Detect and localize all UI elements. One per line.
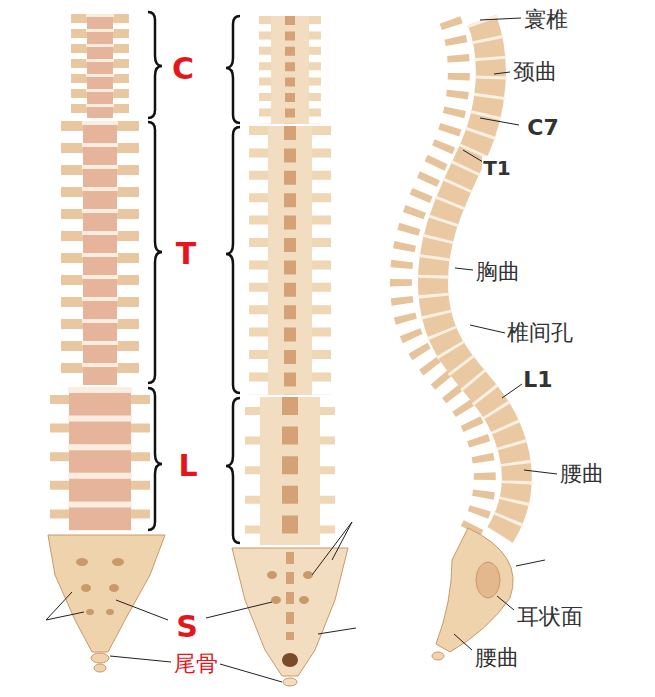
leader-line — [332, 522, 352, 560]
part-label-box: T1 — [482, 157, 512, 179]
leader-lines — [46, 18, 557, 682]
part-label: 颈曲 — [512, 59, 558, 84]
transverse-process — [259, 16, 321, 124]
bracket — [148, 12, 162, 118]
leader-line — [318, 628, 356, 634]
leader-line — [312, 522, 352, 575]
part-label: 寰椎 — [523, 7, 569, 32]
spinous-process — [282, 397, 298, 545]
leader-line — [220, 664, 282, 682]
coccyx — [94, 664, 106, 672]
part-label-box: 腰曲 — [474, 646, 520, 670]
spinous-process — [284, 126, 296, 395]
transverse-process — [50, 387, 150, 531]
part-label: 腰曲 — [559, 461, 605, 486]
region-label: 尾骨 — [173, 651, 219, 676]
part-label-box: 颈曲 — [512, 60, 558, 84]
sacrum — [232, 548, 348, 676]
leader-line — [516, 560, 545, 566]
transverse-process — [245, 397, 335, 545]
vertebral-body — [87, 14, 113, 118]
lamina — [260, 397, 320, 545]
part-label-box: 胸曲 — [475, 260, 521, 284]
leader-line — [206, 602, 272, 618]
part-label: T1 — [482, 156, 512, 180]
part-label-box: 耳状面 — [516, 605, 584, 629]
lateral-view — [401, 20, 517, 660]
bracket — [148, 122, 162, 383]
region-label-box: S — [175, 610, 199, 643]
part-label: L1 — [522, 367, 553, 392]
part-label: 胸曲 — [475, 259, 521, 284]
leader-line — [110, 656, 171, 662]
leader-line — [497, 596, 514, 610]
auricular-surface — [476, 562, 500, 598]
brackets — [148, 12, 240, 543]
part-label: C7 — [526, 115, 559, 140]
sacrum — [48, 535, 165, 652]
part-label: 腰曲 — [474, 645, 520, 670]
sacral-foramen — [109, 584, 119, 592]
lamina — [271, 16, 309, 124]
disc — [82, 121, 118, 385]
part-label: 椎间孔 — [506, 320, 574, 345]
region-label-box: 尾骨 — [173, 652, 219, 676]
spinous-process — [285, 16, 295, 124]
bracket — [226, 127, 240, 393]
lamina — [268, 126, 312, 395]
sacral-foramen — [106, 609, 114, 615]
sacral-foramen — [112, 558, 124, 566]
coccyx — [432, 652, 444, 660]
leader-line — [46, 612, 84, 620]
vertebral-body — [83, 121, 117, 385]
region-label-box: C — [171, 52, 195, 85]
transverse-process — [61, 121, 139, 385]
leader-line — [480, 18, 521, 20]
part-label-box: C7 — [526, 116, 559, 140]
sacral-foramen — [86, 609, 94, 615]
bracket — [148, 388, 162, 530]
sacrum — [436, 528, 513, 652]
part-label-box: 腰曲 — [559, 462, 605, 486]
leader-line — [463, 150, 483, 162]
part-label-box: 椎间孔 — [506, 321, 574, 345]
region-label-box: T — [175, 237, 197, 270]
leader-line — [524, 470, 557, 474]
part-label-box: L1 — [522, 368, 553, 392]
sacral-hiatus — [282, 653, 298, 667]
sacral-foramen — [76, 558, 88, 566]
leader-line — [480, 118, 519, 125]
anterior-view — [48, 14, 165, 672]
leader-line — [454, 634, 472, 650]
leader-line — [494, 72, 510, 74]
sacral-foramen — [303, 571, 313, 579]
sacral-foramen — [271, 596, 281, 604]
disc — [86, 14, 114, 118]
region-label: L — [177, 448, 198, 483]
leader-line — [470, 325, 505, 333]
coccyx — [283, 678, 297, 686]
part-label: 耳状面 — [516, 604, 584, 629]
leader-line — [502, 384, 522, 398]
coccyx — [91, 653, 109, 663]
leader-line — [455, 268, 473, 270]
vertebral-body — [69, 387, 131, 531]
part-label-box: 寰椎 — [523, 8, 569, 32]
region-label: T — [175, 236, 197, 271]
region-label: S — [175, 609, 199, 644]
transverse-process — [249, 126, 331, 395]
posterior-view — [232, 16, 348, 686]
bracket — [226, 398, 240, 543]
bracket — [226, 16, 240, 123]
region-label: C — [171, 51, 195, 86]
median-crest — [286, 552, 294, 640]
sacral-foramen — [299, 596, 309, 604]
transverse-process — [71, 14, 129, 118]
disc — [68, 387, 132, 531]
sacral-foramen — [81, 584, 91, 592]
region-label-box: L — [177, 449, 198, 482]
sacral-foramen — [267, 571, 277, 579]
leader-line — [116, 600, 168, 620]
